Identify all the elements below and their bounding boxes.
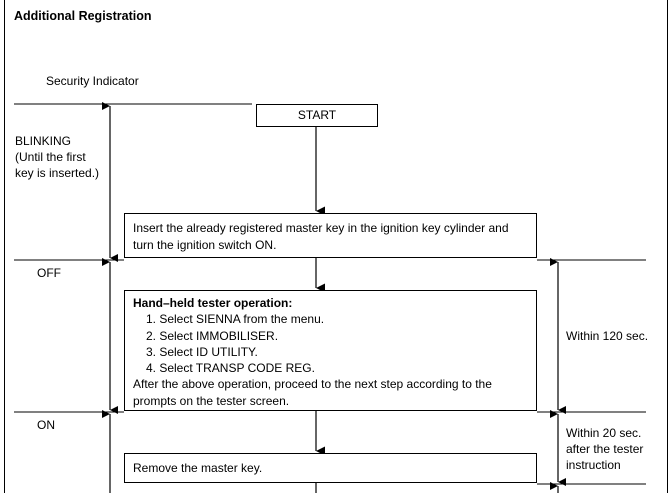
state-off: OFF bbox=[37, 266, 61, 280]
step1-line-2: turn the ignition switch ON. bbox=[133, 238, 277, 252]
step2-heading: Hand–held tester operation: bbox=[133, 296, 293, 310]
step2-item: 3. Select ID UTILITY. bbox=[146, 344, 258, 359]
step2-tail-2: prompts on the tester screen. bbox=[133, 393, 290, 408]
step2-tail-1: After the above operation, proceed to th… bbox=[133, 377, 492, 392]
step3-line-1: Remove the master key. bbox=[133, 461, 263, 475]
diagram-title: Additional Registration bbox=[14, 9, 152, 23]
step-tester-operation-box: Hand–held tester operation: 1. Select SI… bbox=[124, 290, 537, 411]
step2-item: 2. Select IMMOBILISER. bbox=[146, 328, 279, 343]
state-on: ON bbox=[37, 418, 55, 432]
start-box: START bbox=[256, 104, 378, 127]
step2-item: 4. Select TRANSP CODE REG. bbox=[146, 361, 315, 376]
step-insert-key-box: Insert the already registered master key… bbox=[124, 213, 537, 258]
timing-within-20-line-1: Within 20 sec. bbox=[566, 426, 642, 440]
step1-line-1: Insert the already registered master key… bbox=[133, 221, 509, 235]
diagram-frame bbox=[4, 0, 668, 493]
timing-within-20-line-2: after the tester bbox=[566, 442, 644, 456]
timing-within-120: Within 120 sec. bbox=[566, 329, 649, 343]
security-indicator-heading: Security Indicator bbox=[46, 74, 139, 88]
step-remove-key-box: Remove the master key. bbox=[124, 453, 537, 483]
timing-within-20-line-3: instruction bbox=[566, 458, 621, 472]
step2-item: 1. Select SIENNA from the menu. bbox=[146, 312, 325, 327]
state-blinking-note-2: key is inserted.) bbox=[15, 166, 100, 180]
state-blinking: BLINKING bbox=[15, 134, 72, 148]
state-blinking-note-1: (Until the first bbox=[15, 150, 86, 164]
start-label: START bbox=[297, 108, 337, 122]
